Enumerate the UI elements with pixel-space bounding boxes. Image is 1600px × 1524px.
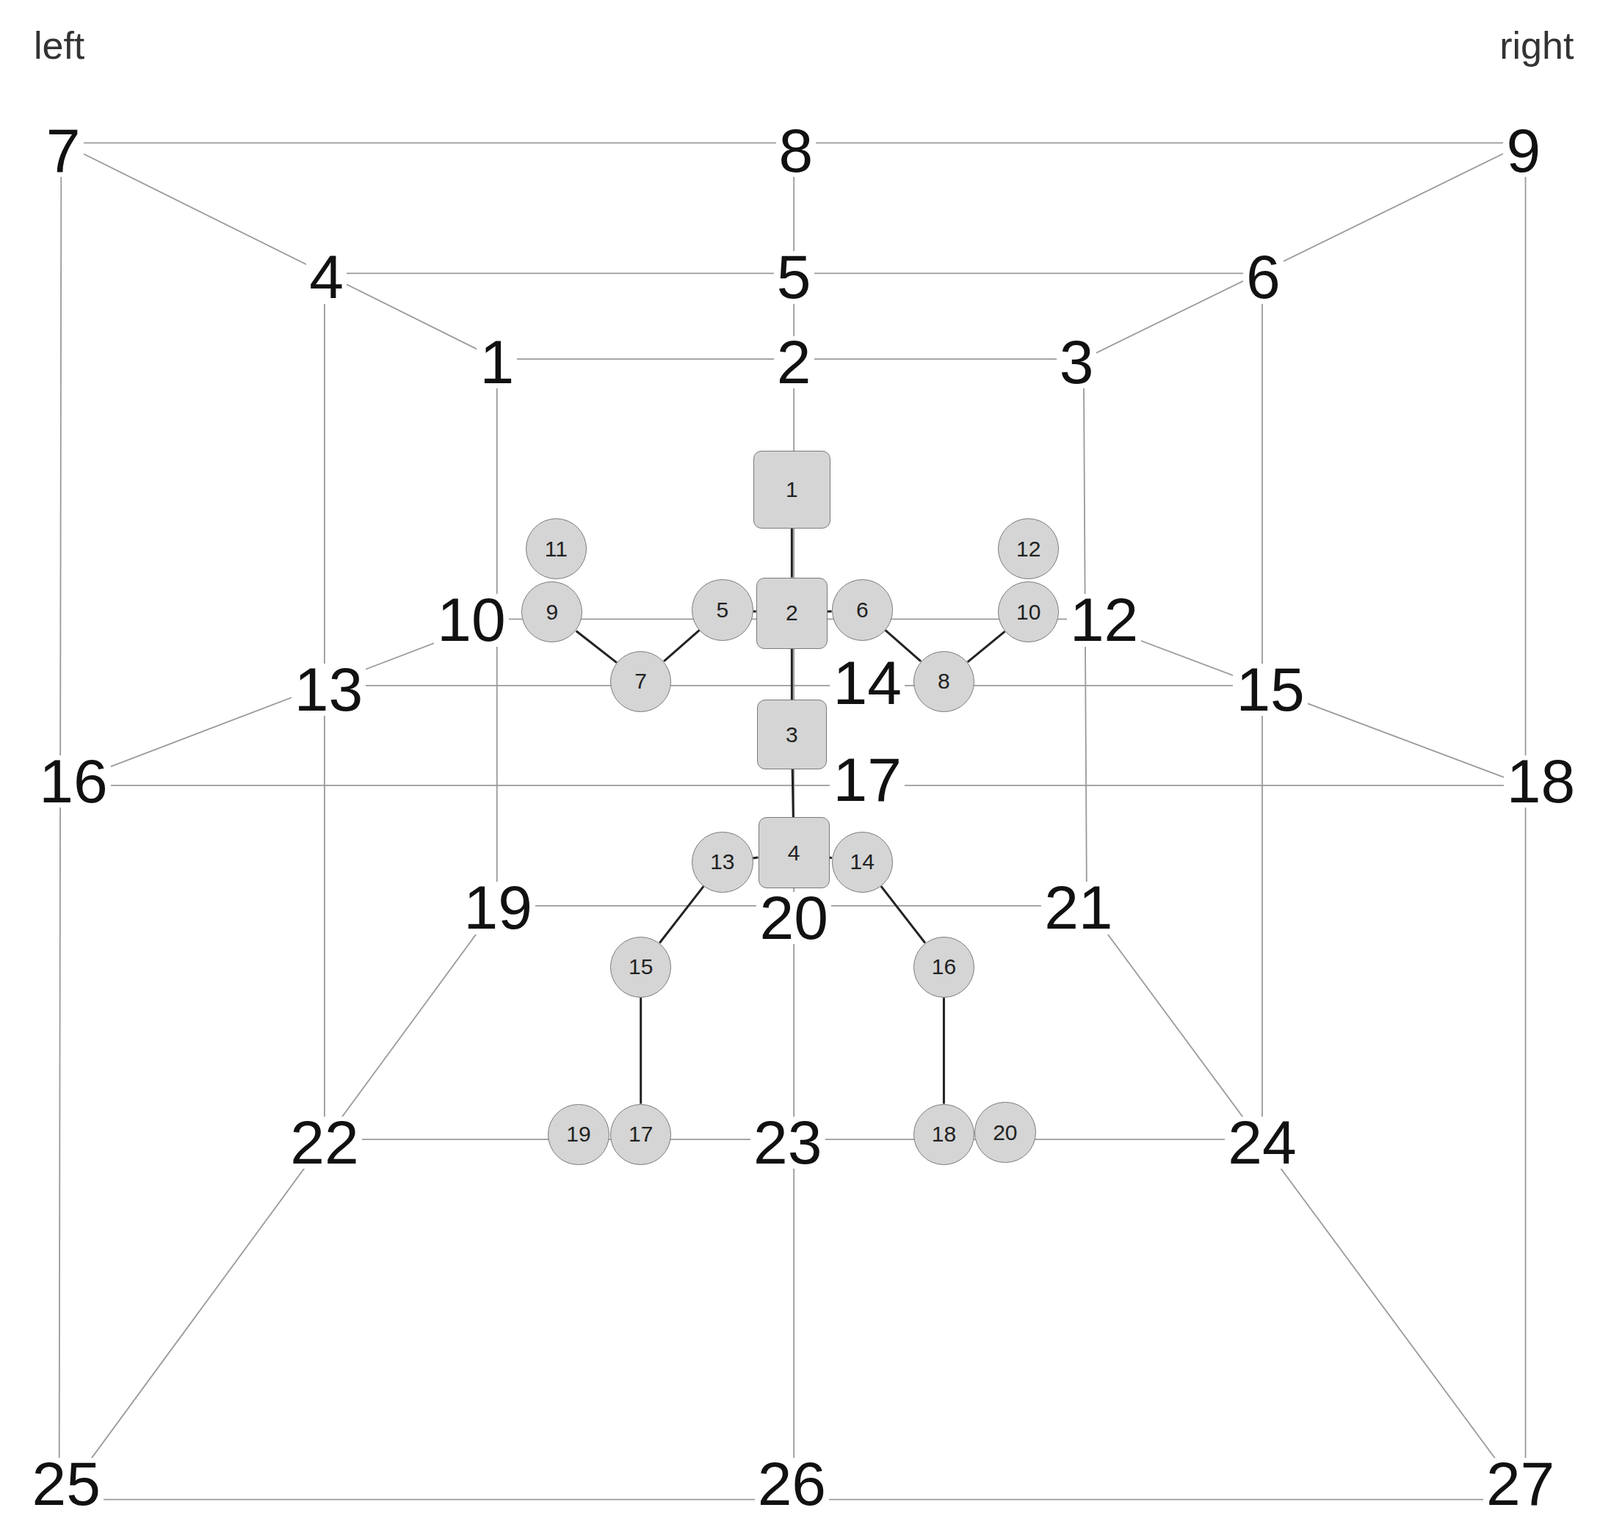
body-joint: 15 xyxy=(610,936,672,998)
grid-number: 22 xyxy=(287,1116,362,1169)
joint-number: 13 xyxy=(710,851,735,874)
grid-number: 9 xyxy=(1503,124,1544,177)
body-joint: 6 xyxy=(831,579,893,641)
joint-number: 14 xyxy=(850,851,875,874)
grid-number: 12 xyxy=(1066,594,1142,647)
grid-number: 4 xyxy=(306,251,347,304)
bone-line xyxy=(752,856,758,860)
grid-number: 8 xyxy=(776,124,817,177)
grid-number: 3 xyxy=(1056,336,1098,389)
spine-joint: 1 xyxy=(753,450,832,529)
grid-number: 16 xyxy=(35,755,111,808)
grid-number: 27 xyxy=(1483,1458,1558,1511)
bone-line xyxy=(967,631,1006,663)
joint-number: 5 xyxy=(716,599,730,622)
grid-number: 6 xyxy=(1243,251,1284,304)
bone-line xyxy=(663,630,700,661)
joint-number: 20 xyxy=(992,1121,1017,1145)
grid-number: 19 xyxy=(460,881,535,935)
body-joint: 8 xyxy=(913,651,975,713)
grid-number: 20 xyxy=(756,892,831,945)
body-joint: 16 xyxy=(913,936,975,998)
bone-line xyxy=(659,886,704,943)
body-joint: 12 xyxy=(997,518,1059,580)
joint-number: 6 xyxy=(856,599,869,622)
grid-number: 1 xyxy=(476,336,517,389)
joint-number: 18 xyxy=(931,1123,957,1146)
bone-line xyxy=(942,997,946,1105)
grid-number: 17 xyxy=(829,754,904,807)
bone-line xyxy=(881,886,926,943)
bone-line xyxy=(790,528,794,578)
grid-number: 10 xyxy=(433,594,509,647)
side-label: right xyxy=(1497,24,1576,67)
body-joint: 11 xyxy=(525,518,587,580)
joint-number: 15 xyxy=(628,956,653,979)
joint-number: 8 xyxy=(937,670,951,693)
joint-number: 7 xyxy=(634,670,647,693)
joint-number: 12 xyxy=(1016,538,1041,561)
joint-number: 19 xyxy=(566,1123,591,1146)
grid-number: 14 xyxy=(829,657,904,710)
body-joint: 5 xyxy=(691,579,753,641)
grid-number: 21 xyxy=(1041,881,1116,935)
grid-number: 25 xyxy=(29,1458,104,1511)
body-joint: 20 xyxy=(974,1102,1036,1164)
grid-number: 26 xyxy=(754,1458,830,1511)
bone-line xyxy=(639,997,642,1105)
bone-line xyxy=(827,610,832,613)
grid-number: 2 xyxy=(773,336,815,389)
body-joint: 10 xyxy=(997,581,1059,643)
body-joint: 13 xyxy=(691,831,753,893)
spine-joint: 3 xyxy=(757,699,827,769)
joint-number: 17 xyxy=(628,1123,653,1146)
body-joint: 7 xyxy=(610,651,672,713)
spine-joint: 2 xyxy=(756,577,828,650)
spine-joint: 4 xyxy=(758,817,830,889)
bone-line xyxy=(792,769,794,818)
joint-number: 3 xyxy=(785,724,799,747)
bone-line xyxy=(790,649,794,701)
joint-number: 11 xyxy=(544,538,568,561)
grid-number: 18 xyxy=(1503,755,1578,808)
joint-number: 9 xyxy=(545,601,559,624)
joint-number: 10 xyxy=(1016,601,1041,624)
bone-line xyxy=(576,630,617,663)
side-label: left xyxy=(32,24,86,67)
body-joint: 14 xyxy=(831,831,893,893)
joint-number: 16 xyxy=(931,956,957,979)
body-joint: 18 xyxy=(913,1104,975,1166)
grid-number: 23 xyxy=(750,1116,825,1169)
grid-number: 15 xyxy=(1232,663,1308,716)
joint-number: 2 xyxy=(785,602,799,625)
body-joint: 19 xyxy=(547,1104,609,1166)
grid-number: 5 xyxy=(773,251,815,304)
grid-number: 13 xyxy=(291,663,366,716)
grid-number: 24 xyxy=(1224,1116,1299,1169)
joint-number: 1 xyxy=(785,478,799,501)
body-joint: 17 xyxy=(610,1104,672,1166)
joint-number: 4 xyxy=(787,842,801,865)
grid-number: 7 xyxy=(43,124,84,177)
body-joint: 9 xyxy=(521,581,583,643)
